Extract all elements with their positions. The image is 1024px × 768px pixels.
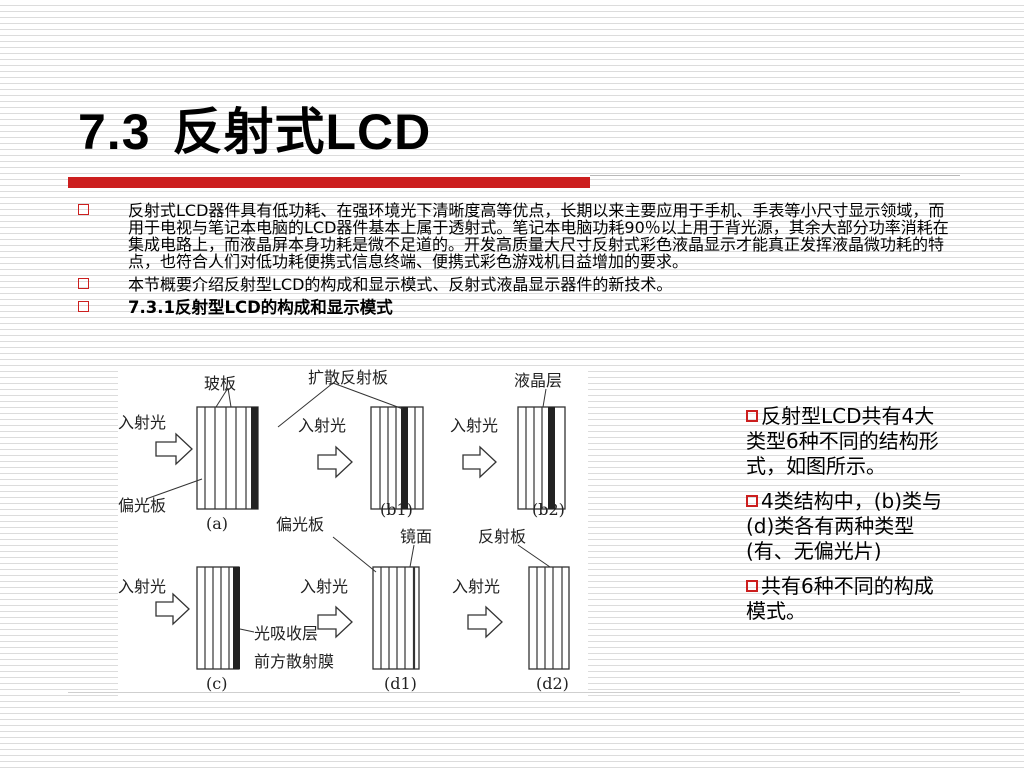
- title-text: 反射式LCD: [172, 104, 432, 160]
- bullet-section-heading: 7.3.1反射型LCD的构成和显示模式: [78, 299, 958, 316]
- arrow-icon: [467, 605, 503, 639]
- structure-diagram: 玻板 扩散反射板 液晶层 入射光 入射光 入射光 偏光板 偏光板 镜面 反射板 …: [118, 368, 570, 693]
- bullet-box-icon: [746, 410, 758, 422]
- side-note: 共有6种不同的构成模式。: [746, 574, 946, 624]
- panel-a: [145, 387, 259, 510]
- bullet-intro: 反射式LCD器件具有低功耗、在强环境光下清晰度高等优点，长期以来主要应用于手机、…: [78, 202, 958, 270]
- bullet-box-icon: [78, 278, 89, 289]
- side-notes: 反射型LCD共有4大类型6种不同的结构形式，如图所示。 4类结构中，(b)类与(…: [746, 404, 946, 634]
- panel-d1: [317, 536, 420, 670]
- label-reflector: 反射板: [478, 527, 526, 546]
- label-glass: 玻板: [204, 374, 236, 393]
- label-polarizer-center: 偏光板: [276, 515, 324, 534]
- slide-title: 7.3 反射式LCD: [78, 102, 431, 162]
- label-front-scatter: 前方散射膜: [254, 652, 334, 671]
- side-note-text: 共有6种不同的构成模式。: [746, 574, 934, 623]
- caption-d2: (d2): [536, 674, 569, 693]
- footer-divider-line: [68, 692, 960, 693]
- bullet-text: 7.3.1反射型LCD的构成和显示模式: [128, 298, 393, 317]
- caption-b2: (b2): [532, 500, 565, 519]
- label-absorber: 光吸收层: [254, 624, 318, 643]
- bullet-box-icon: [78, 301, 89, 312]
- arrow-icon: [317, 605, 353, 639]
- panel-c: [155, 566, 255, 670]
- label-incident-b1: 入射光: [298, 416, 346, 435]
- label-polarizer-a: 偏光板: [118, 496, 166, 515]
- label-incident-b2: 入射光: [450, 416, 498, 435]
- bullet-box-icon: [746, 580, 758, 592]
- label-mirror: 镜面: [400, 527, 432, 546]
- side-note: 反射型LCD共有4大类型6种不同的结构形式，如图所示。: [746, 404, 946, 479]
- label-liquid-crystal: 液晶层: [514, 371, 562, 390]
- label-incident-d2: 入射光: [452, 577, 500, 596]
- bullet-text: 反射式LCD器件具有低功耗、在强环境光下清晰度高等优点，长期以来主要应用于手机、…: [128, 201, 949, 271]
- bullet-list: 反射式LCD器件具有低功耗、在强环境光下清晰度高等优点，长期以来主要应用于手机、…: [78, 202, 958, 322]
- panel-b1: [277, 382, 424, 510]
- bullet-text: 本节概要介绍反射型LCD的构成和显示模式、反射式液晶显示器件的新技术。: [128, 275, 673, 294]
- side-note-text: 反射型LCD共有4大类型6种不同的结构形式，如图所示。: [746, 404, 939, 478]
- caption-a: (a): [206, 514, 228, 533]
- arrow-icon: [462, 445, 497, 479]
- caption-b1: (b1): [380, 500, 413, 519]
- label-diffuse-reflector: 扩散反射板: [308, 368, 388, 387]
- bullet-box-icon: [746, 495, 758, 507]
- label-incident-c: 入射光: [118, 577, 166, 596]
- arrow-icon: [155, 592, 190, 626]
- caption-c: (c): [206, 674, 227, 693]
- bullet-overview: 本节概要介绍反射型LCD的构成和显示模式、反射式液晶显示器件的新技术。: [78, 276, 958, 293]
- title-number: 7.3: [78, 104, 151, 160]
- arrow-icon: [155, 432, 193, 466]
- title-divider-line: [590, 175, 960, 176]
- bullet-box-icon: [78, 204, 89, 215]
- panel-d2: [467, 544, 570, 670]
- side-note-text: 4类结构中，(b)类与(d)类各有两种类型(有、无偏光片): [746, 489, 943, 563]
- title-accent-bar: [68, 177, 590, 188]
- label-incident-a: 入射光: [118, 413, 166, 432]
- structure-figure: 玻板 扩散反射板 液晶层 入射光 入射光 入射光 偏光板 偏光板 镜面 反射板 …: [118, 367, 588, 699]
- side-note: 4类结构中，(b)类与(d)类各有两种类型(有、无偏光片): [746, 489, 946, 564]
- caption-d1: (d1): [384, 674, 417, 693]
- arrow-icon: [317, 445, 353, 479]
- panel-b2: [462, 388, 566, 510]
- label-incident-d1: 入射光: [300, 577, 348, 596]
